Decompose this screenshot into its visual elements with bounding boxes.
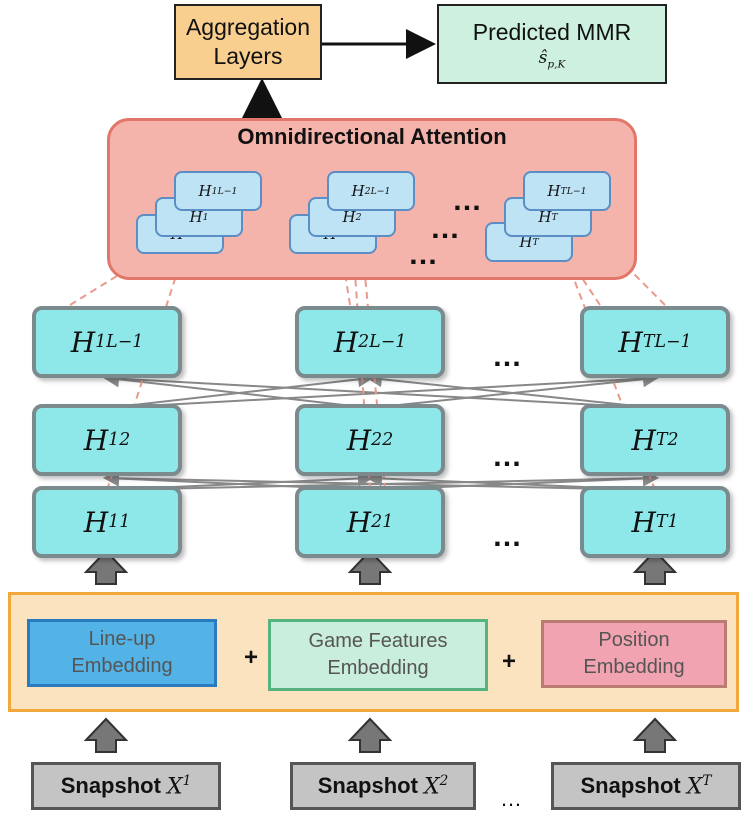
position-embedding-line2: Embedding bbox=[583, 656, 685, 678]
game-features-embedding-box: Game Features Embedding bbox=[268, 619, 488, 691]
snapshot-2-label: Snapshot bbox=[317, 773, 418, 798]
game-features-line1: Game Features bbox=[308, 630, 448, 652]
snapshot-t-var: XT bbox=[686, 772, 712, 800]
block-arrows bbox=[83, 549, 678, 753]
predicted-mmr-box: Predicted MMR ŝp,K bbox=[437, 4, 667, 84]
snapshot-1-var: X1 bbox=[166, 772, 192, 800]
snapshot-t: Snapshot XT bbox=[551, 762, 741, 810]
snapshot-ellipsis: … bbox=[500, 786, 522, 811]
attention-ellipsis-3: … bbox=[408, 238, 439, 271]
lineup-embedding-line1: Line-up bbox=[88, 628, 156, 650]
snapshot-1: Snapshot X1 bbox=[31, 762, 221, 810]
layer-1-ellipsis: … bbox=[492, 520, 523, 553]
plus-sign-1: + bbox=[244, 644, 259, 671]
layer-l-1-ellipsis: … bbox=[492, 340, 523, 373]
attention-title: Omnidirectional Attention bbox=[237, 124, 507, 149]
snapshot-1-label: Snapshot bbox=[60, 773, 161, 798]
layer-2-ellipsis: … bbox=[492, 440, 523, 473]
plus-sign-2: + bbox=[502, 648, 517, 675]
predicted-mmr-formula: ŝp,K bbox=[538, 47, 566, 71]
attention-ellipsis-1: … bbox=[452, 184, 483, 217]
snapshot-2-var: X2 bbox=[423, 772, 449, 800]
snapshot-t-label: Snapshot bbox=[580, 773, 681, 798]
lineup-embedding-line2: Embedding bbox=[71, 655, 173, 677]
aggregation-layers-box: Aggregation Layers bbox=[174, 4, 322, 80]
lineup-embedding-box: Line-up Embedding bbox=[27, 619, 217, 687]
aggregation-label-line1: Aggregation bbox=[185, 14, 311, 40]
game-features-line2: Embedding bbox=[327, 657, 429, 679]
position-embedding-box: Position Embedding bbox=[541, 620, 727, 688]
attention-ellipsis-2: … bbox=[430, 212, 461, 245]
predicted-mmr-title: Predicted MMR bbox=[472, 18, 632, 45]
position-embedding-line1: Position bbox=[598, 629, 670, 651]
snapshot-2: Snapshot X2 bbox=[290, 762, 476, 810]
aggregation-label-line2: Layers bbox=[213, 43, 283, 69]
